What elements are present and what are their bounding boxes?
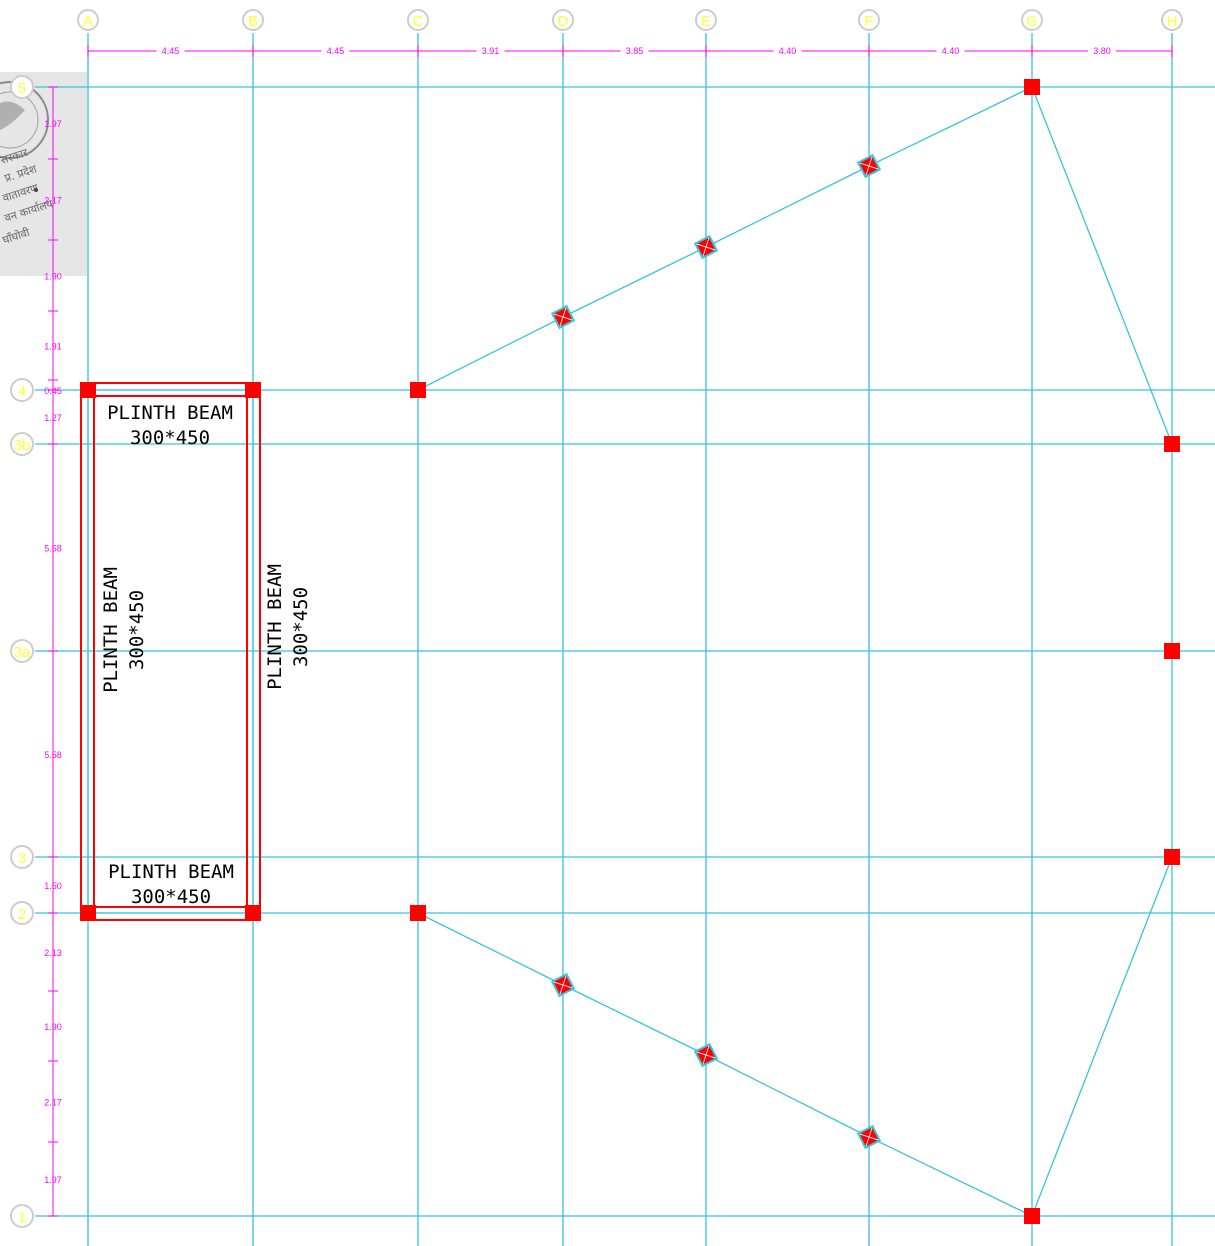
dimension-label: 5.58 [44, 544, 62, 554]
dimension-label-bg [321, 45, 350, 56]
grid-label-A: A [83, 13, 93, 30]
dimension-label: 3.85 [626, 46, 644, 56]
column-rotated [693, 234, 719, 260]
beam-label-right: PLINTH BEAM 300*450 [264, 564, 312, 690]
dimension-label: 1.91 [44, 342, 62, 352]
grid-bubble-D [552, 9, 574, 31]
dimension-label: 4.40 [942, 46, 960, 56]
beam-top-name: PLINTH BEAM [107, 402, 233, 424]
beam-bottom-size: 300*450 [131, 886, 211, 908]
grid-label-3a: 3a [14, 644, 31, 661]
dimension-label: 2.17 [44, 196, 62, 206]
dimension-label: 1.97 [44, 1175, 62, 1185]
beam-right-name: PLINTH BEAM [264, 564, 286, 690]
sloped-beam-lower [417, 856, 1173, 1217]
grid-label-5: 5 [18, 80, 26, 97]
plinth-beam-inner [93, 395, 248, 908]
grid-bubble-1 [10, 1204, 34, 1228]
grid-label-4: 4 [18, 383, 26, 400]
beam-right-size: 300*450 [290, 587, 312, 667]
grid-label-B: B [248, 13, 258, 30]
column-diagonal [702, 237, 710, 257]
column-rotated [550, 972, 576, 998]
column-diagonal [559, 307, 567, 327]
dimension-label-bg [773, 45, 802, 56]
dimension-label: 2.13 [44, 948, 62, 958]
column-square [80, 905, 96, 921]
grid-bubble-H [1161, 9, 1183, 31]
grid-bubble-B [242, 9, 264, 31]
dimension-label: 1.50 [44, 881, 62, 891]
dimension-label-bg [156, 45, 185, 56]
beam-bottom-name: PLINTH BEAM [108, 861, 234, 883]
dimension-label: 1.97 [44, 119, 62, 129]
column-square [410, 905, 426, 921]
beam-top-size: 300*450 [130, 427, 210, 449]
column-square [410, 382, 426, 398]
column-rotated [550, 304, 576, 330]
dimension-label: 0.45 [44, 386, 62, 396]
grid-label-3b: 3b [14, 437, 31, 454]
grid-label-3: 3 [18, 850, 26, 867]
grid-bubble-C [407, 9, 429, 31]
grid-bubble-A [77, 9, 99, 31]
dimension-label: 3.80 [1093, 46, 1111, 56]
grid-label-E: E [701, 13, 711, 30]
dimension-label-bg [476, 45, 505, 56]
dimension-label: 4.45 [162, 46, 180, 56]
beam-left-size: 300*450 [126, 590, 148, 670]
column-rotated [856, 1124, 882, 1150]
grid-label-F: F [864, 13, 873, 30]
dimension-label-bg [1088, 45, 1116, 56]
column-rotated [856, 153, 882, 179]
beam-left-name: PLINTH BEAM [100, 567, 122, 693]
plinth-beam-outer [80, 382, 261, 921]
column-square [1024, 1208, 1040, 1224]
grid-bubble-3a [10, 639, 34, 663]
beam-label-bottom: PLINTH BEAM 300*450 [108, 861, 234, 908]
column-diagonal [702, 1045, 710, 1065]
beam-label-top: PLINTH BEAM 300*450 [107, 402, 233, 449]
column-square [245, 905, 261, 921]
dimension-label: 2.17 [44, 1098, 62, 1108]
grid-bubble-3b [10, 432, 34, 456]
grid-label-2: 2 [18, 906, 26, 923]
grid-label-1: 1 [18, 1209, 26, 1226]
grid-bubble-3 [10, 845, 34, 869]
column-rotated [693, 1042, 719, 1068]
dimension-label: 1.90 [44, 1022, 62, 1032]
column-square [1164, 643, 1180, 659]
column-square [1024, 79, 1040, 95]
column-square [1164, 436, 1180, 452]
beam-label-left: PLINTH BEAM 300*450 [100, 567, 148, 693]
grid-bubble-F [858, 9, 880, 31]
column-diagonal [865, 1127, 873, 1147]
dimension-label-bg [620, 45, 649, 56]
plinth-beam-axis [87, 389, 254, 914]
grid-bubble-2 [10, 901, 34, 925]
grid-bubble-5 [10, 75, 34, 99]
column-square [1164, 849, 1180, 865]
grid-label-H: H [1167, 13, 1178, 30]
grid-label-C: C [413, 13, 424, 30]
dimension-label: 4.40 [779, 46, 797, 56]
dimension-label: 1.27 [44, 413, 62, 423]
dimension-label: 3.91 [482, 46, 500, 56]
column-square [245, 382, 261, 398]
office-stamp-watermark: सरकार प्र. प्रदेश वातावरण वन कार्यालय घा… [0, 72, 87, 276]
sloped-beam-upper [417, 86, 1173, 445]
grid-label-G: G [1026, 13, 1038, 30]
column-diagonal [865, 156, 873, 176]
dimension-label: 4.45 [327, 46, 345, 56]
dimension-label-bg [936, 45, 965, 56]
grid-bubble-E [695, 9, 717, 31]
column-square [80, 382, 96, 398]
dimension-label: 1.90 [44, 272, 62, 282]
grid-label-D: D [558, 13, 569, 30]
grid-bubble-4 [10, 378, 34, 402]
dimension-label: 5.58 [44, 750, 62, 760]
column-diagonal [559, 975, 567, 995]
grid-bubble-G [1021, 9, 1043, 31]
